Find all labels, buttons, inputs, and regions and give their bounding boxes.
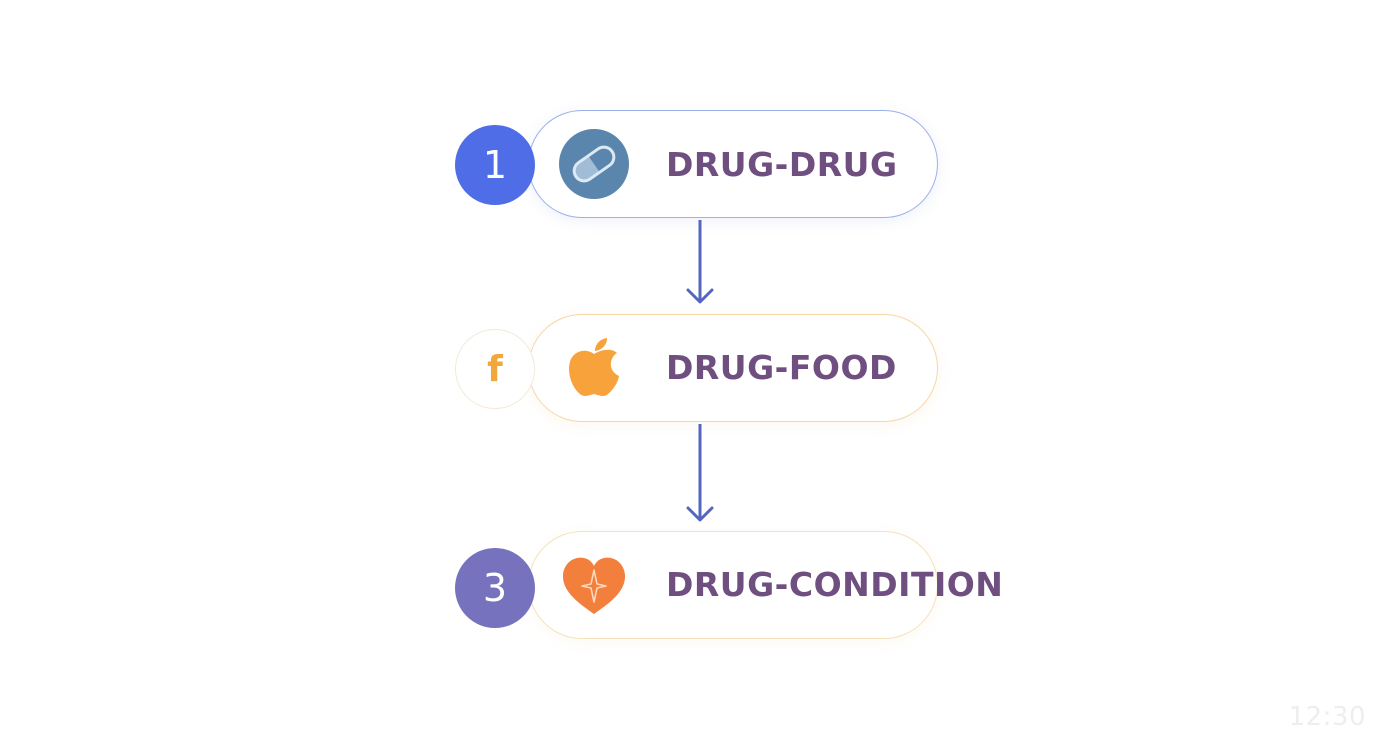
step-label: DRUG-FOOD: [666, 348, 897, 387]
apple-icon: [569, 338, 619, 397]
step-number-badge: 1: [455, 125, 535, 205]
heart-icon: [562, 557, 626, 614]
clock-watermark: 12:30: [1288, 702, 1366, 732]
step-letter-badge: f: [455, 329, 535, 409]
down-arrow-icon: [686, 424, 714, 522]
step-label: DRUG-CONDITION: [666, 565, 1004, 604]
step-drug-condition: [528, 531, 938, 639]
step-label: DRUG-DRUG: [666, 145, 898, 184]
pill-icon: [559, 129, 629, 199]
step-number-badge: 3: [455, 548, 535, 628]
down-arrow-icon: [686, 220, 714, 304]
